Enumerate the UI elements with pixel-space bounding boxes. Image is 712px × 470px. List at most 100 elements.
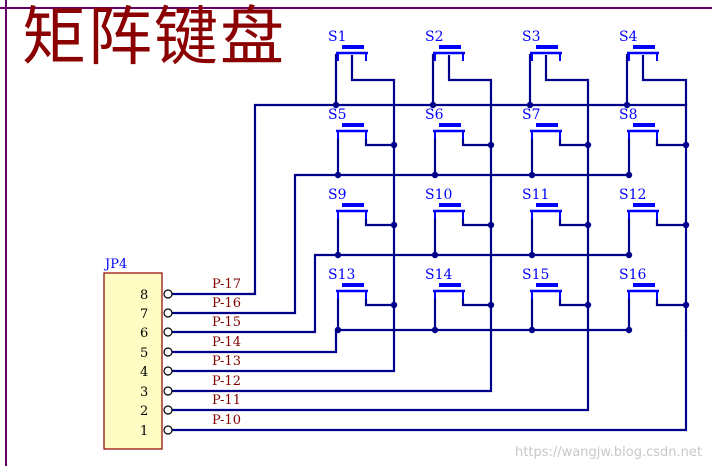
switch-s5 bbox=[336, 123, 368, 139]
switch-label: S11 bbox=[522, 187, 549, 203]
switch-label: S1 bbox=[328, 29, 347, 45]
connector-pin bbox=[163, 425, 173, 435]
wire-right-s2 bbox=[447, 55, 493, 105]
wire-bus-stub bbox=[461, 219, 491, 227]
junction-dot bbox=[487, 301, 495, 309]
connector-pin-number: 1 bbox=[140, 424, 148, 439]
switch-actuator bbox=[633, 123, 655, 127]
switch-actuator bbox=[439, 45, 461, 49]
switch-label: S7 bbox=[522, 107, 541, 123]
switch-actuator bbox=[633, 283, 655, 287]
switch-actuator bbox=[633, 203, 655, 207]
switch-label: S3 bbox=[522, 29, 541, 45]
connector-pin bbox=[163, 308, 173, 318]
net-label: P-14 bbox=[212, 335, 241, 350]
wire-bus-stub bbox=[558, 219, 588, 227]
connector-pin bbox=[163, 386, 173, 396]
junction-dot bbox=[625, 171, 633, 179]
switch-label: S15 bbox=[522, 267, 549, 283]
diagram-title: 矩阵键盘 bbox=[22, 1, 286, 75]
connector-pin bbox=[163, 327, 173, 337]
switch-s1 bbox=[336, 45, 368, 61]
switch-label: S5 bbox=[328, 107, 347, 123]
connector-body bbox=[103, 272, 163, 450]
connector-pin bbox=[163, 366, 173, 376]
net-label: P-16 bbox=[212, 296, 241, 311]
switch-label: S13 bbox=[328, 267, 355, 283]
switch-label: S4 bbox=[619, 29, 638, 45]
switch-actuator bbox=[439, 283, 461, 287]
connector-pin bbox=[163, 289, 173, 299]
switch-actuator bbox=[342, 283, 364, 287]
connector-pin-number: 3 bbox=[140, 385, 148, 400]
switch-actuator bbox=[536, 45, 558, 49]
switch-s10 bbox=[433, 203, 465, 219]
wire-bus-stub bbox=[461, 139, 491, 147]
junction-dot bbox=[682, 301, 690, 309]
switch-actuator bbox=[342, 45, 364, 49]
net-label: P-12 bbox=[212, 374, 241, 389]
junction-dot bbox=[390, 301, 398, 309]
wire-right-s3 bbox=[544, 55, 590, 105]
wire-bus-stub bbox=[558, 299, 588, 307]
net-label: P-13 bbox=[212, 354, 241, 369]
connector-name: JP4 bbox=[103, 257, 127, 272]
wire-bus-stub bbox=[364, 299, 394, 307]
connector-pin-number: 8 bbox=[140, 288, 148, 303]
wire-net-p-12 bbox=[172, 330, 493, 393]
switch-s3 bbox=[530, 45, 562, 61]
junction-dot bbox=[625, 326, 633, 334]
wire-net-p-11 bbox=[172, 330, 590, 412]
switch-label: S12 bbox=[619, 187, 646, 203]
switch-s9 bbox=[336, 203, 368, 219]
wire-bus-stub bbox=[558, 139, 588, 147]
junction-dot bbox=[584, 141, 592, 149]
switch-s11 bbox=[530, 203, 562, 219]
junction-dot bbox=[528, 326, 536, 334]
switch-s2 bbox=[433, 45, 465, 61]
wire-net-p-17 bbox=[172, 105, 257, 296]
connector-pin-number: 2 bbox=[140, 404, 148, 419]
connector-pin-number: 6 bbox=[140, 326, 148, 341]
switch-actuator bbox=[439, 203, 461, 207]
wire-net-p-10 bbox=[172, 330, 688, 432]
wire-right-s1 bbox=[350, 55, 396, 105]
connector-pin bbox=[163, 405, 173, 415]
switch-actuator bbox=[536, 203, 558, 207]
wire-net-p-15 bbox=[172, 255, 317, 334]
switch-s4 bbox=[627, 45, 659, 61]
wire-net-p-13 bbox=[172, 330, 396, 373]
junction-dot bbox=[528, 251, 536, 259]
wire-bus-stub bbox=[655, 139, 686, 147]
junction-dot bbox=[431, 326, 439, 334]
junction-dot bbox=[584, 221, 592, 229]
wire-bus-stub bbox=[461, 299, 491, 307]
switch-actuator bbox=[439, 123, 461, 127]
net-label: P-17 bbox=[212, 277, 241, 292]
switch-s16 bbox=[627, 283, 659, 299]
net-label: P-15 bbox=[212, 315, 241, 330]
switch-actuator bbox=[342, 123, 364, 127]
switch-actuator bbox=[633, 45, 655, 49]
switch-label: S10 bbox=[425, 187, 452, 203]
connector-pin bbox=[163, 347, 173, 357]
junction-dot bbox=[431, 171, 439, 179]
junction-dot bbox=[526, 101, 534, 109]
switch-s14 bbox=[433, 283, 465, 299]
switch-label: S8 bbox=[619, 107, 638, 123]
junction-dot bbox=[429, 101, 437, 109]
junction-dot bbox=[487, 221, 495, 229]
junction-dot bbox=[332, 101, 340, 109]
switch-label: S9 bbox=[328, 187, 347, 203]
switch-actuator bbox=[536, 283, 558, 287]
connector-pin-number: 7 bbox=[140, 307, 148, 322]
switch-s7 bbox=[530, 123, 562, 139]
wire-bus-stub bbox=[364, 219, 394, 227]
wire-right-s4 bbox=[641, 55, 688, 105]
switch-s12 bbox=[627, 203, 659, 219]
switch-label: S2 bbox=[425, 29, 444, 45]
watermark: https://wangjw.blog.csdn.net bbox=[515, 445, 702, 460]
junction-dot bbox=[623, 101, 631, 109]
switch-s6 bbox=[433, 123, 465, 139]
